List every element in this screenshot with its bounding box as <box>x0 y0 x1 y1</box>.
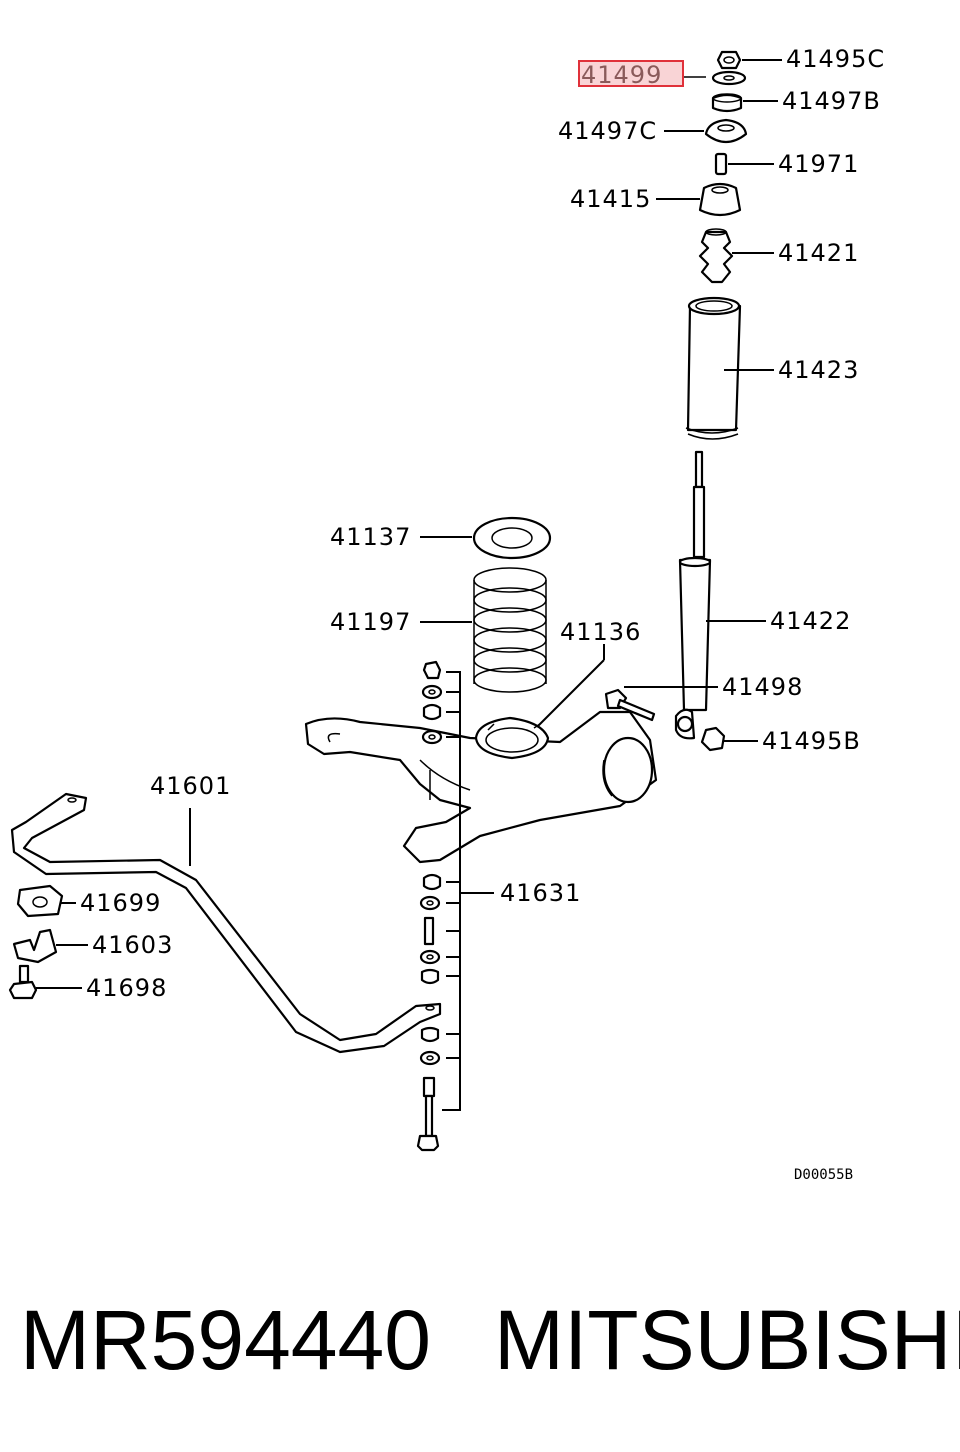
callout-41971[interactable]: 41971 <box>778 150 859 178</box>
callout-41495B[interactable]: 41495B <box>762 727 861 755</box>
part-41495B-nut <box>700 726 726 752</box>
part-41495C-nut <box>716 50 742 70</box>
part-41699-bushing <box>16 884 64 918</box>
callout-41698[interactable]: 41698 <box>86 974 167 1002</box>
part-41499-washer <box>711 70 747 86</box>
part-41603-bracket <box>12 928 58 964</box>
callout-41497B[interactable]: 41497B <box>782 87 881 115</box>
part-41601-stabilizer-bar <box>10 792 442 1054</box>
part-41497C-cup <box>704 118 748 144</box>
callout-41197[interactable]: 41197 <box>330 608 411 636</box>
part-41423-dust-boot <box>685 296 742 440</box>
brand-name: MITSUBISHI <box>494 1293 960 1387</box>
callout-41601[interactable]: 41601 <box>150 772 231 800</box>
highlight-box-41499 <box>578 60 684 87</box>
callout-41137[interactable]: 41137 <box>330 523 411 551</box>
part-41971-collar <box>714 152 728 176</box>
callout-41631[interactable]: 41631 <box>500 879 581 907</box>
callout-41415[interactable]: 41415 <box>570 185 651 213</box>
callout-41498[interactable]: 41498 <box>722 673 803 701</box>
part-41631-link-kit <box>416 660 443 1152</box>
part-number: MR594440 <box>20 1293 431 1387</box>
exploded-parts-diagram: 41495C 41499 41497B 41497C 41971 41415 4… <box>8 45 885 1183</box>
callout-41422[interactable]: 41422 <box>770 607 851 635</box>
rear-axle-assembly <box>304 710 658 864</box>
part-41698-bolt <box>8 964 38 1000</box>
footer-caption: MR594440 MITSUBISHI <box>0 1290 960 1390</box>
part-41415-bushing <box>698 182 742 217</box>
part-41136-lower-seat <box>474 716 550 760</box>
diagram-code: D00055B <box>794 1167 853 1183</box>
callout-41136[interactable]: 41136 <box>560 618 641 646</box>
part-41197-coil-spring <box>473 567 547 693</box>
part-41497B-bushing <box>711 93 743 113</box>
part-41498-bolt <box>604 688 656 722</box>
callout-41497C[interactable]: 41497C <box>558 117 657 145</box>
callout-41423[interactable]: 41423 <box>778 356 859 384</box>
part-41421-bump-stop <box>698 228 734 284</box>
part-41137-spring-seat <box>472 516 552 560</box>
part-41422-shock-absorber <box>674 450 712 740</box>
callout-41421[interactable]: 41421 <box>778 239 859 267</box>
callout-41499[interactable]: 41499 <box>581 61 662 89</box>
callout-41495C[interactable]: 41495C <box>786 45 885 73</box>
callout-41603[interactable]: 41603 <box>92 931 173 959</box>
callout-41699[interactable]: 41699 <box>80 889 161 917</box>
